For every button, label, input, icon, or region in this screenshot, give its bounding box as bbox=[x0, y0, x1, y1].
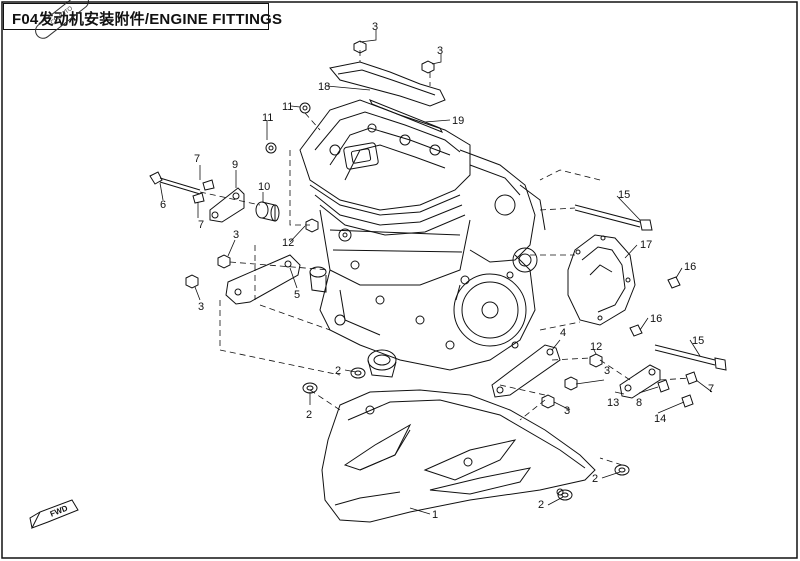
belly-pan-part-1 bbox=[321, 389, 596, 523]
forward-direction-arrow-icon: FWD bbox=[29, 499, 79, 529]
heat-shield-part-18 bbox=[329, 61, 446, 107]
callout-15-c15b: 15 bbox=[692, 335, 704, 347]
callout-3-c3e: 3 bbox=[604, 365, 610, 377]
callout-2-c2a: 2 bbox=[335, 365, 341, 377]
callout-8-c8: 8 bbox=[636, 397, 642, 409]
bolt-part-6 bbox=[149, 171, 201, 195]
callout-16-c16a: 16 bbox=[684, 261, 696, 273]
callout-17-c17: 17 bbox=[640, 239, 652, 251]
callout-7-c7b: 7 bbox=[198, 219, 204, 231]
callout-9-c9: 9 bbox=[232, 159, 238, 171]
callout-2-c2b: 2 bbox=[306, 409, 312, 421]
callout-11-c11a: 11 bbox=[282, 101, 293, 113]
callout-15-c15a: 15 bbox=[618, 189, 630, 201]
callout-4-c4: 4 bbox=[560, 327, 566, 339]
callout-2-c2d: 2 bbox=[538, 499, 544, 511]
engine-assembly bbox=[299, 99, 546, 378]
callout-3-c3d: 3 bbox=[198, 301, 204, 313]
page-title: F04发动机安装附件/ENGINE FITTINGS bbox=[12, 11, 283, 28]
callout-13-c13: 13 bbox=[607, 397, 619, 409]
callout-7-c7a: 7 bbox=[194, 153, 200, 165]
callout-16-c16b: 16 bbox=[650, 313, 662, 325]
bolt-part-15-upper bbox=[574, 204, 653, 231]
callout-18-c18: 18 bbox=[318, 81, 330, 93]
callout-3-c3b: 3 bbox=[437, 45, 443, 57]
callout-3-c3f: 3 bbox=[564, 405, 570, 417]
bracket-part-5 bbox=[225, 254, 301, 305]
callout-10-c10: 10 bbox=[258, 181, 270, 193]
callout-2-c2c: 2 bbox=[592, 473, 598, 485]
callout-12-c12a: 12 bbox=[282, 237, 294, 249]
fasteners bbox=[185, 40, 698, 501]
callout-6-c6: 6 bbox=[160, 199, 166, 211]
bolt-part-15-lower bbox=[654, 344, 727, 371]
callout-12-c12b: 12 bbox=[590, 341, 602, 353]
collar-part-10 bbox=[255, 201, 269, 219]
callout-3-c3c: 3 bbox=[233, 229, 239, 241]
callout-11-c11b: 11 bbox=[262, 112, 273, 124]
callout-1-c1: 1 bbox=[432, 509, 438, 521]
callout-3-c3a: 3 bbox=[372, 21, 378, 33]
strip-part-19 bbox=[368, 99, 444, 133]
bracket-part-9 bbox=[209, 187, 245, 223]
callout-14-c14: 14 bbox=[654, 413, 666, 425]
alignment-lines bbox=[199, 50, 691, 466]
diagram-title-box: F04发动机安装附件/ENGINE FITTINGS bbox=[3, 3, 282, 30]
callout-7-c7c: 7 bbox=[708, 383, 714, 395]
callout-19-c19: 19 bbox=[452, 115, 464, 127]
callout-5-c5: 5 bbox=[294, 289, 300, 301]
side-cover-part-17 bbox=[567, 234, 636, 326]
bracket-part-4 bbox=[491, 344, 561, 398]
leader-lines bbox=[159, 30, 713, 515]
